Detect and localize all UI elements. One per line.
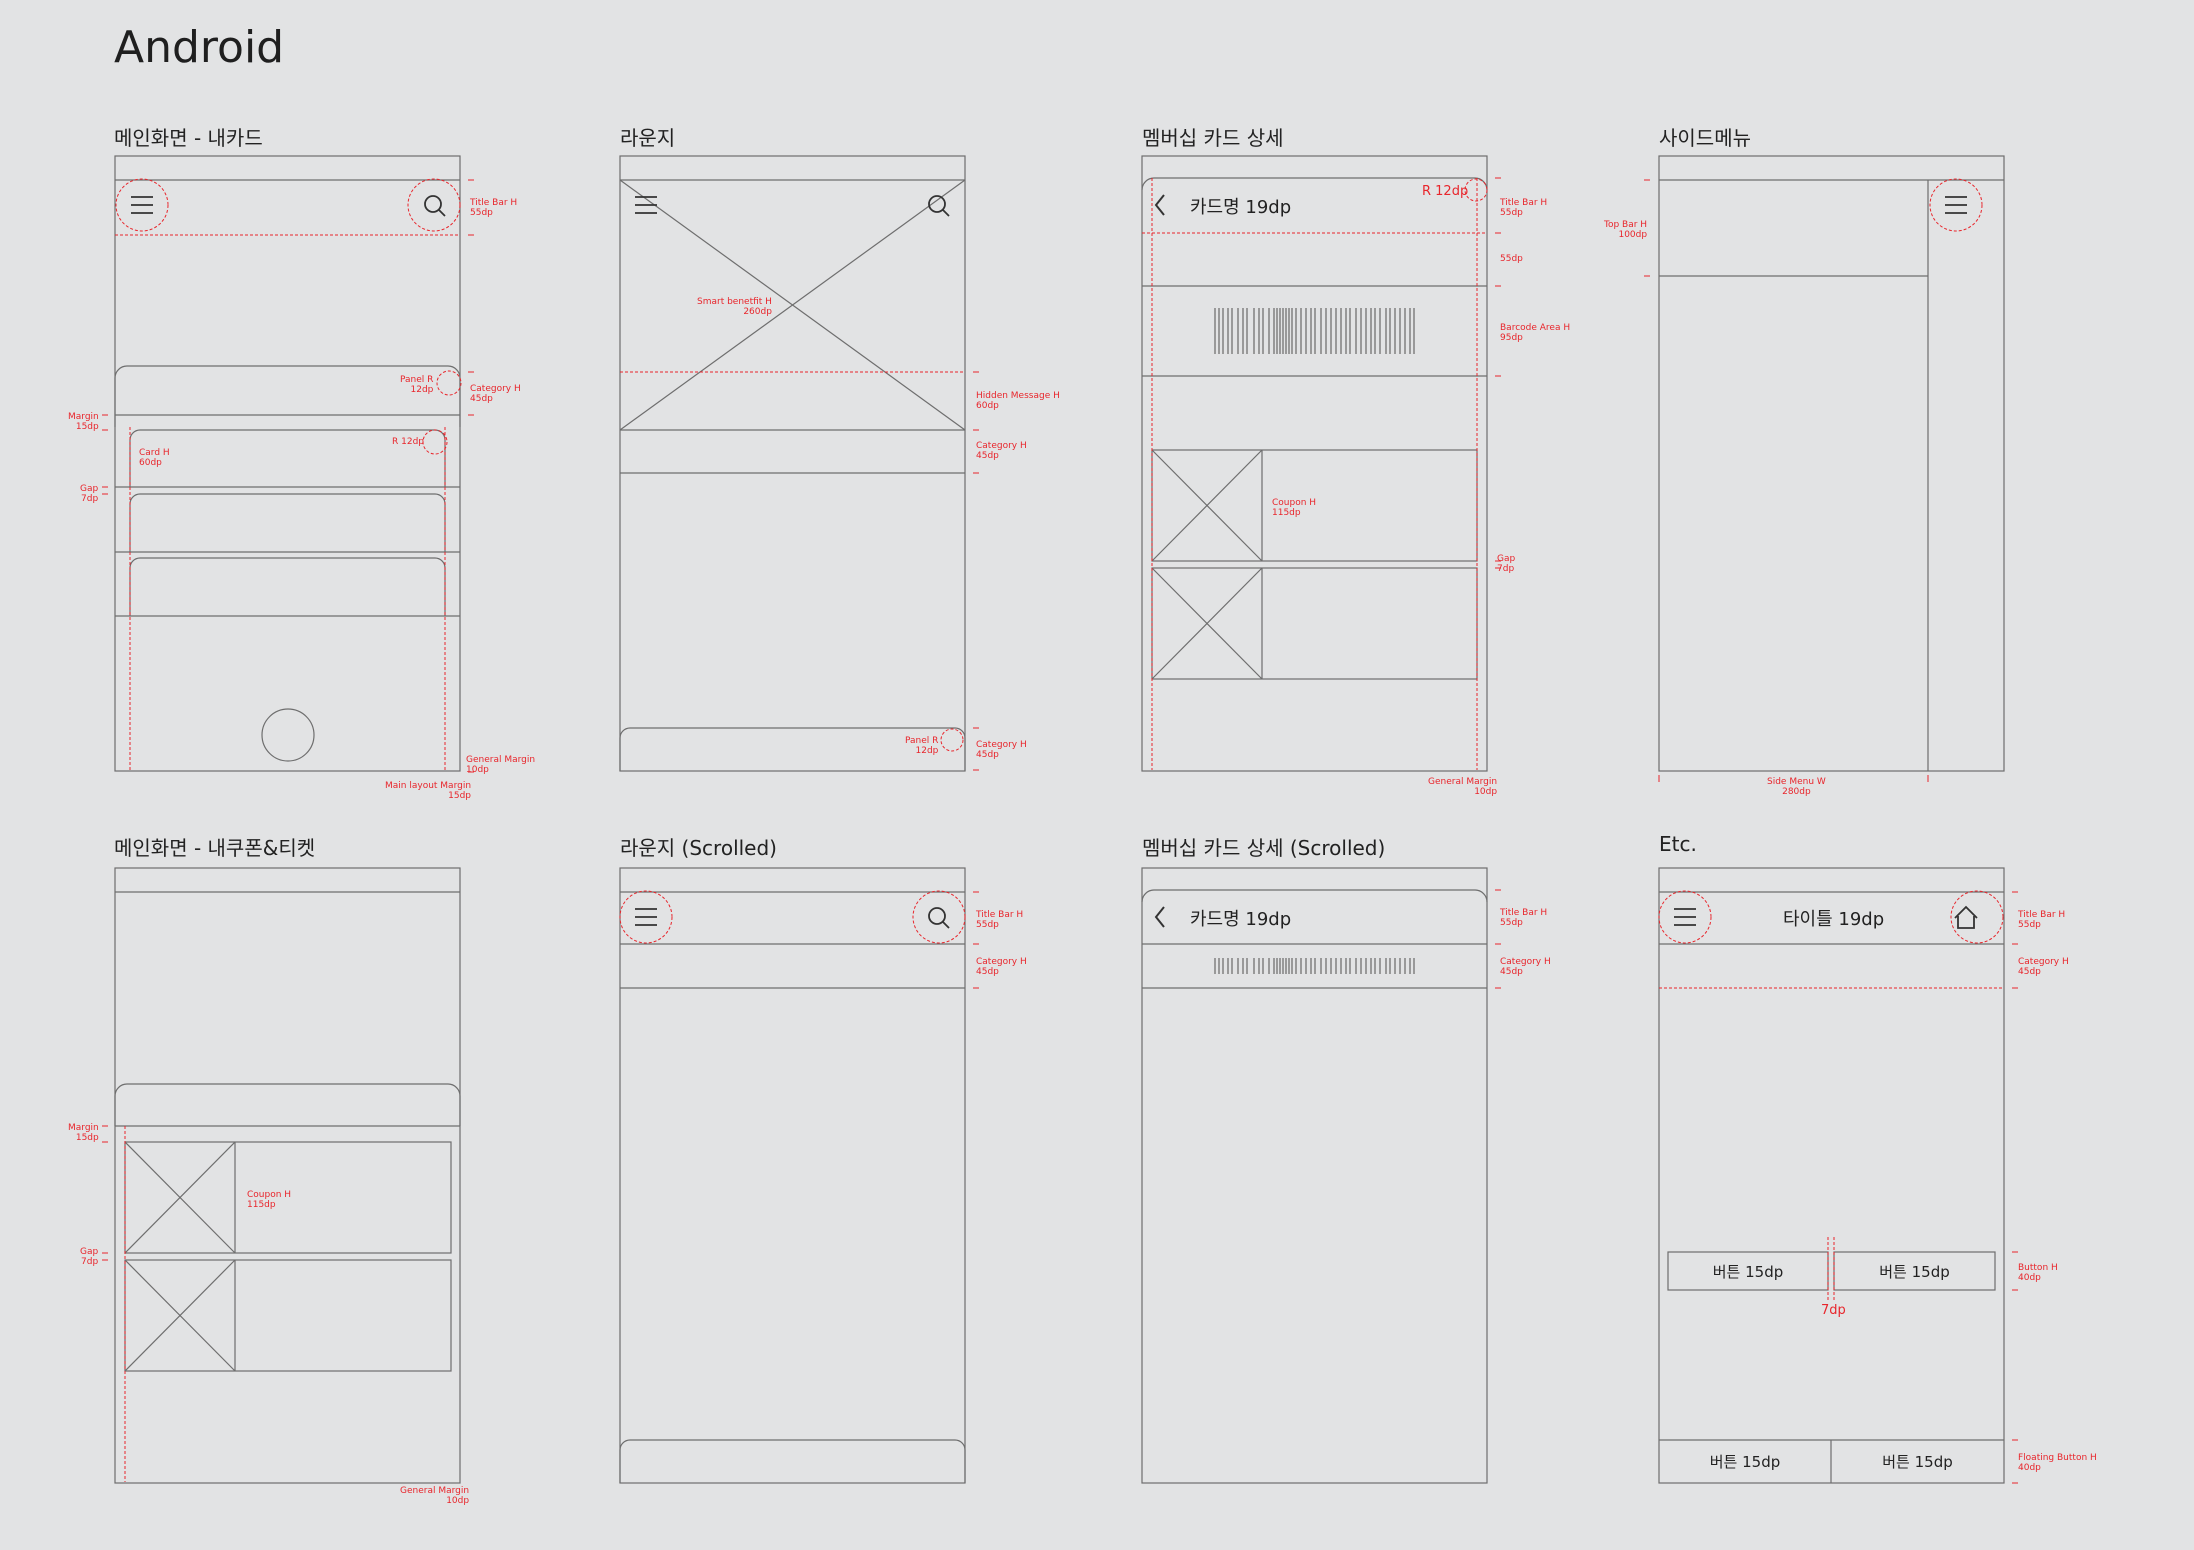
home-icon <box>1954 905 1978 929</box>
etc-floating-left[interactable]: 버튼 15dp <box>1709 1453 1781 1471</box>
screen-label-main-coupon: 메인화면 - 내쿠폰&티켓 <box>114 836 316 860</box>
main-card-wireframe <box>102 155 474 773</box>
main-coupon-wireframe <box>102 867 461 1484</box>
search-icon <box>928 907 950 929</box>
search-icon <box>928 195 950 217</box>
hamburger-icon <box>1674 908 1696 926</box>
ann-r12-membership: R 12dp <box>1422 184 1469 199</box>
screen-label-main-card: 메인화면 - 내카드 <box>114 126 263 150</box>
etc-wireframe <box>1658 867 2018 1484</box>
search-icon <box>424 195 446 217</box>
lounge-scrolled-wireframe <box>619 867 979 1484</box>
hamburger-icon <box>1945 196 1967 214</box>
screen-label-lounge-scrolled: 라운지 (Scrolled) <box>620 836 777 860</box>
side-menu-wireframe <box>1644 155 2005 782</box>
membership-wireframe <box>1141 155 1501 772</box>
ann-gap-etc: 7dp <box>1821 1303 1846 1318</box>
etc-floating-right[interactable]: 버튼 15dp <box>1882 1453 1953 1471</box>
membership-scrolled-wireframe <box>1141 867 1501 1484</box>
screen-label-membership: 멤버십 카드 상세 <box>1142 126 1284 150</box>
ann-55dp-membership: 55dp <box>1500 254 1523 264</box>
screen-label-membership-scrolled: 멤버십 카드 상세 (Scrolled) <box>1142 836 1386 860</box>
barcode-icon <box>1214 958 1415 974</box>
hamburger-icon <box>635 196 657 214</box>
etc-button-left[interactable]: 버튼 15dp <box>1712 1263 1784 1281</box>
hamburger-icon <box>131 196 153 214</box>
membership-scrolled-header-title: 카드명 19dp <box>1190 909 1292 930</box>
lounge-wireframe <box>619 155 979 772</box>
hamburger-icon <box>635 908 657 926</box>
etc-button-right[interactable]: 버튼 15dp <box>1879 1263 1950 1281</box>
etc-header-title: 타이틀 19dp <box>1783 909 1885 930</box>
page-title: Android <box>114 22 285 73</box>
screen-label-etc: Etc. <box>1659 832 1697 856</box>
screen-label-lounge: 라운지 <box>620 126 676 150</box>
screen-label-side-menu: 사이드메뉴 <box>1659 126 1751 150</box>
membership-header-title: 카드명 19dp <box>1190 197 1292 218</box>
ann-r12: R 12dp <box>392 437 424 447</box>
back-icon <box>1154 194 1165 216</box>
barcode-icon <box>1214 308 1415 354</box>
back-icon <box>1154 906 1165 928</box>
